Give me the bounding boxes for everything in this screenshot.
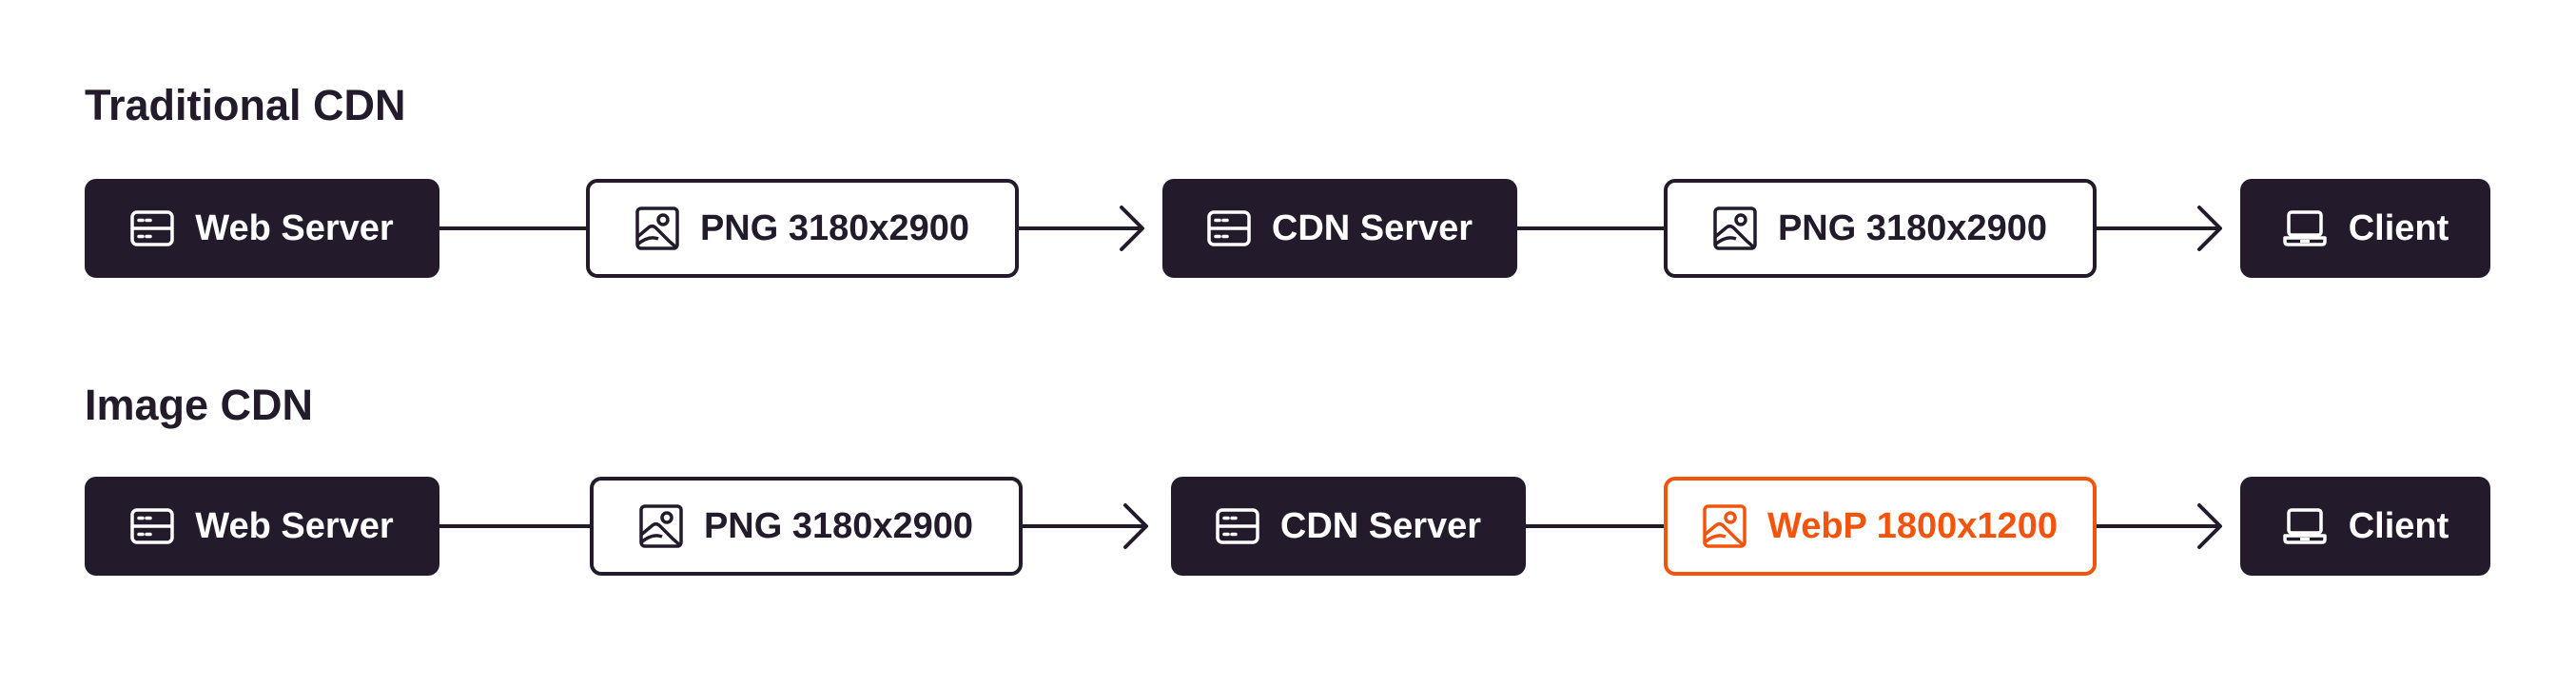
node-cdn-server: CDN Server [1162,179,1517,278]
node-web-server: Web Server [85,179,439,278]
node-cdn-server: CDN Server [1171,477,1526,576]
connector-line [1524,524,1666,528]
flow-row-image-cdn: Web Server PNG 3180x2900 CDN Server Web [0,477,2576,576]
flow-row-traditional-cdn: Web Server PNG 3180x2900 CDN Server PNG [0,179,2576,278]
node-label: Web Server [195,207,394,248]
node-label: CDN Server [1279,505,1482,546]
laptop-icon [2282,508,2327,544]
image-icon [1703,504,1747,548]
connector-line [1517,226,1666,230]
server-icon [130,508,175,544]
server-icon [1216,508,1259,544]
connector-arrow [2095,503,2222,549]
image-icon [635,206,679,250]
connector-line [439,524,592,528]
node-label: Client [2348,505,2449,546]
connector-arrow [1021,503,1148,549]
server-icon [1207,210,1251,246]
node-label: Client [2348,207,2449,248]
node-webp-file: WebP 1800x1200 [1664,477,2097,576]
node-label: CDN Server [1271,207,1473,248]
node-label: PNG 3180x2900 [699,207,970,248]
node-png-file: PNG 3180x2900 [1664,179,2097,278]
node-client: Client [2240,179,2490,278]
connector-arrow [1017,206,1144,251]
image-icon [639,504,683,548]
connector-arrow [2095,206,2222,251]
node-label: Web Server [195,505,394,546]
node-png-file: PNG 3180x2900 [590,477,1023,576]
row-title-image-cdn: Image CDN [85,381,314,429]
node-label: WebP 1800x1200 [1767,505,2058,546]
node-web-server: Web Server [85,477,439,576]
node-png-file: PNG 3180x2900 [586,179,1019,278]
laptop-icon [2282,210,2327,246]
node-label: PNG 3180x2900 [703,505,974,546]
node-client: Client [2240,477,2490,576]
row-title-traditional-cdn: Traditional CDN [85,81,406,129]
server-icon [130,210,175,246]
image-icon [1713,206,1757,250]
connector-line [439,226,588,230]
node-label: PNG 3180x2900 [1777,207,2048,248]
